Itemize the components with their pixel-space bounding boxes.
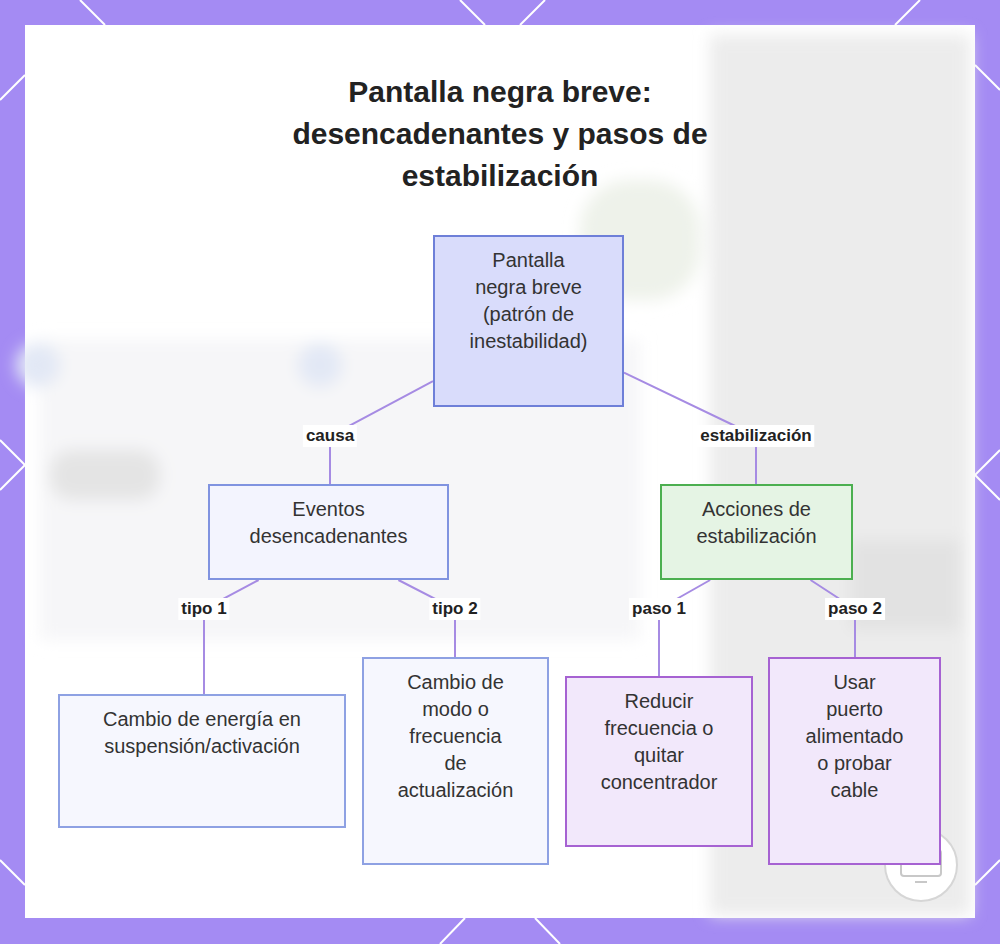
edge-label: paso 1 [629, 598, 689, 620]
diagram-title: Pantalla negra breve: desencadenantes y … [260, 71, 740, 197]
node-text: Cambio de energía en suspensión/activaci… [95, 706, 310, 760]
edge-label: causa [303, 425, 357, 447]
process-box: Cambio de modo o frecuencia de actualiza… [362, 657, 549, 865]
panel [25, 25, 975, 918]
node-text: Pantalla negra breve (patrón de inestabi… [468, 247, 590, 355]
process-box: Pantalla negra breve (patrón de inestabi… [433, 235, 624, 407]
blurred-photo [16, 35, 970, 915]
process-box: Cambio de energía en suspensión/activaci… [58, 694, 346, 828]
process-box: Acciones de estabilización [660, 484, 853, 580]
edge-label: tipo 2 [429, 598, 480, 620]
node-text: Usar puerto alimentado o probar cable [805, 669, 905, 804]
edge-label: tipo 1 [178, 598, 229, 620]
node-text: Eventos desencadenantes [239, 496, 419, 550]
node-text: Cambio de modo o frecuencia de actualiza… [397, 669, 515, 804]
process-box: Reducir frecuencia o quitar concentrador [565, 676, 753, 847]
connector [659, 580, 710, 676]
edge-label: estabilización [697, 425, 814, 447]
process-box: Usar puerto alimentado o probar cable [768, 657, 941, 865]
node-text: Reducir frecuencia o quitar concentrador [598, 688, 720, 796]
edge-label: paso 2 [825, 598, 885, 620]
process-box: Eventos desencadenantes [208, 484, 449, 580]
node-text: Acciones de estabilización [677, 496, 837, 550]
title-wrap: Pantalla negra breve: desencadenantes y … [0, 71, 1000, 197]
